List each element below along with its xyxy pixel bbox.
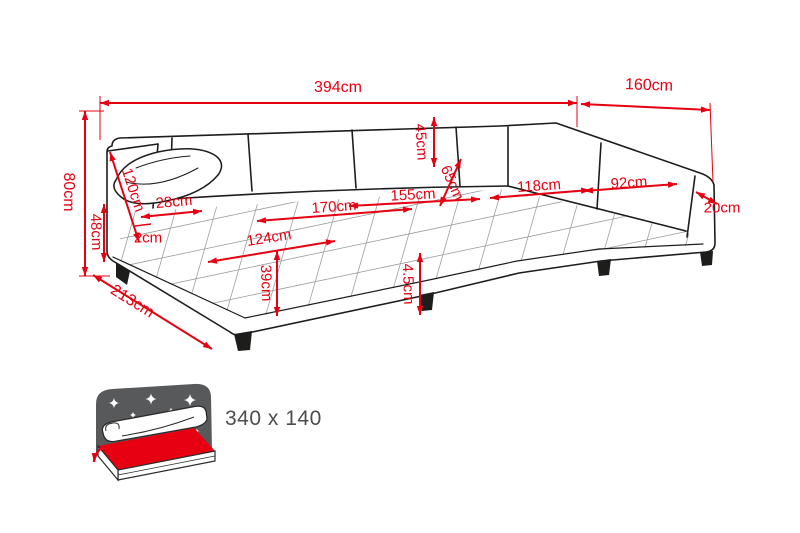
dim-line-right-chaise-width [583,181,678,194]
pillow-fold-line [135,155,191,169]
duvet-roll-line [105,422,120,432]
dim-left-seat-width-label: 170cm [310,196,358,218]
mattress-front-line [117,455,216,476]
dim-line-left-armrest-width [140,208,203,220]
dim-backrest-height-label: 45cm [411,123,431,161]
dim-line-seat-depth [439,158,462,207]
dim-right-seat-width-label: 118cm [516,175,562,197]
dim-line-armrest-gap [134,223,152,227]
dim-line-left-seat-width [256,206,413,224]
duvet-icon [101,405,208,443]
mattress-top [98,428,215,470]
right-back-cushion-divider [596,142,602,210]
dim-left-seat-height-label: 48cm [86,213,106,251]
left-armrest-top-edge [107,143,159,152]
duvet-fold-line [121,416,195,437]
right-armrest-inner-edge [686,175,696,238]
back-cushion-divider [351,129,357,189]
dim-total-depth-label: 160cm [624,76,674,95]
dim-right-chaise-width-label: 92cm [610,173,648,193]
dim-line-left-chaise-width [207,239,336,264]
dimension-lines [79,96,718,350]
right-chaise-front-top-edge [598,243,704,250]
dim-armrest-gap-label: 2cm [133,229,163,247]
dim-left-armrest-width-label: 28cm [154,191,194,213]
sofa-drawing [106,122,716,351]
dim-line-right-seat-width [489,187,591,201]
dim-middle-seat-width-label: 155cm [390,185,436,205]
dim-front-height-label: 39cm [256,264,276,302]
dim-total-width-label: 394cm [313,79,363,96]
sleeping-size-label: 340 x 140 [225,407,322,430]
dim-line-left-chaise-length [92,274,213,350]
dim-line-right-armrest-width [695,191,718,205]
dim-total-height-label: 80cm [60,172,77,212]
seat-front-top-edge [244,248,600,319]
dim-leg-height-label: 4.5cm [398,263,418,305]
sleep-function-icon [91,383,216,482]
fold-out-arrow-icon [91,444,105,463]
dim-line-left-backrest-depth [109,151,140,243]
back-cushion-divider [247,133,253,192]
dim-line-total-depth [580,101,711,113]
dim-right-armrest-width-label: 20cm [703,199,741,217]
backrest-bottom-edge [169,185,509,200]
